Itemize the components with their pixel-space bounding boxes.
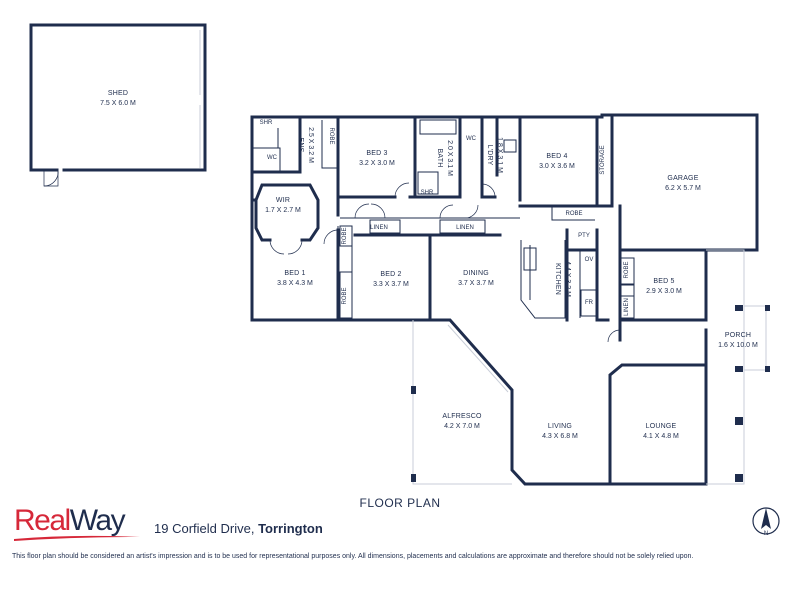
label-wc: WC xyxy=(466,136,477,142)
label-shr-bath: SHR xyxy=(421,190,434,196)
room-name-porch: PORCH xyxy=(725,332,751,339)
room-name-garage: GARAGE xyxy=(667,175,698,182)
label-wc-ens: WC xyxy=(267,155,278,161)
room-name-ldry: L'DRY xyxy=(486,145,493,166)
room-name-bed1: BED 1 xyxy=(284,270,305,277)
brand-swoosh-icon xyxy=(14,535,140,541)
room-dim-alfresco: 4.2 X 7.0 M xyxy=(444,423,480,430)
room-dim-bed3: 3.2 X 3.0 M xyxy=(359,160,395,167)
brand-logo: RealWay xyxy=(14,504,126,538)
room-dim-dining: 3.7 X 3.7 M xyxy=(458,280,494,287)
room-name-lounge: LOUNGE xyxy=(646,423,677,430)
room-dim-living: 4.3 X 6.8 M xyxy=(542,433,578,440)
posts xyxy=(411,305,770,482)
room-dim-shed: 7.5 X 6.0 M xyxy=(100,100,136,107)
room-dim-bed5: 2.9 X 3.0 M xyxy=(646,288,682,295)
room-name-bed4: BED 4 xyxy=(546,153,567,160)
label-robe-bed5: ROBE xyxy=(624,261,630,278)
compass-label: N xyxy=(764,531,768,537)
house-walls xyxy=(250,113,767,486)
brand-logo-part2: Way xyxy=(69,504,126,537)
label-robe-bed1: ROBE xyxy=(342,227,348,244)
disclaimer-text: This floor plan should be considered an … xyxy=(12,553,694,560)
room-name-dining: DINING xyxy=(463,270,489,277)
room-name-shed: SHED xyxy=(108,90,128,97)
room-name-bed5: BED 5 xyxy=(653,278,674,285)
shed xyxy=(29,23,207,187)
room-dim-porch: 1.6 X 10.0 M xyxy=(718,342,758,349)
fixture-labels: SHR WC ROBE SHR WC STORAGE ROBE PTY LINE… xyxy=(260,120,630,316)
room-name-bed3: BED 3 xyxy=(366,150,387,157)
label-fr: FR xyxy=(585,300,594,306)
address-suburb: Torrington xyxy=(258,521,323,536)
label-ov: OV xyxy=(585,257,594,263)
room-name-ens: ENS xyxy=(297,138,304,153)
room-name-bath: BATH xyxy=(436,149,443,168)
room-dim-ldry: 1.8 X 3.1 M xyxy=(496,137,503,173)
room-dim-bed4: 3.0 X 3.6 M xyxy=(539,163,575,170)
door-swings xyxy=(269,182,621,343)
room-name-alfresco: ALFRESCO xyxy=(442,413,482,420)
room-dim-lounge: 4.1 X 4.8 M xyxy=(643,433,679,440)
room-dim-bath: 2.0 X 3.1 M xyxy=(446,140,453,176)
room-name-bed2: BED 2 xyxy=(380,271,401,278)
room-dim-garage: 6.2 X 5.7 M xyxy=(665,185,701,192)
north-compass-icon: N xyxy=(752,507,780,537)
property-address: 19 Corfield Drive, Torrington xyxy=(154,521,323,536)
room-dim-bed1: 3.8 X 4.3 M xyxy=(277,280,313,287)
room-dim-kitchen: 4.4 X 3.2 M xyxy=(564,261,571,297)
label-linen-bed5: LINEN xyxy=(624,298,630,316)
label-robe-bed2: ROBE xyxy=(342,287,348,304)
room-name-kitchen: KITCHEN xyxy=(554,263,561,295)
room-dim-wir: 1.7 X 2.7 M xyxy=(265,207,301,214)
room-dim-ens: 2.5 X 3.2 M xyxy=(307,127,314,163)
label-robe-bed4: ROBE xyxy=(565,211,582,217)
label-pty: PTY xyxy=(578,233,590,239)
address-street: 19 Corfield Drive, xyxy=(154,521,255,536)
label-shr-ens: SHR xyxy=(260,120,273,126)
floor-plan-title: FLOOR PLAN xyxy=(359,496,441,510)
label-linen2: LINEN xyxy=(456,225,474,231)
label-storage: STORAGE xyxy=(600,145,606,174)
room-labels: SHED 7.5 X 6.0 M BED 3 3.2 X 3.0 M BED 4… xyxy=(100,90,758,440)
room-dim-bed2: 3.3 X 3.7 M xyxy=(373,281,409,288)
label-linen1: LINEN xyxy=(370,225,388,231)
room-name-living: LIVING xyxy=(548,423,572,430)
label-robe-bed3: ROBE xyxy=(328,127,334,144)
room-name-wir: WIR xyxy=(276,197,290,204)
brand-logo-part1: Real xyxy=(14,504,71,537)
